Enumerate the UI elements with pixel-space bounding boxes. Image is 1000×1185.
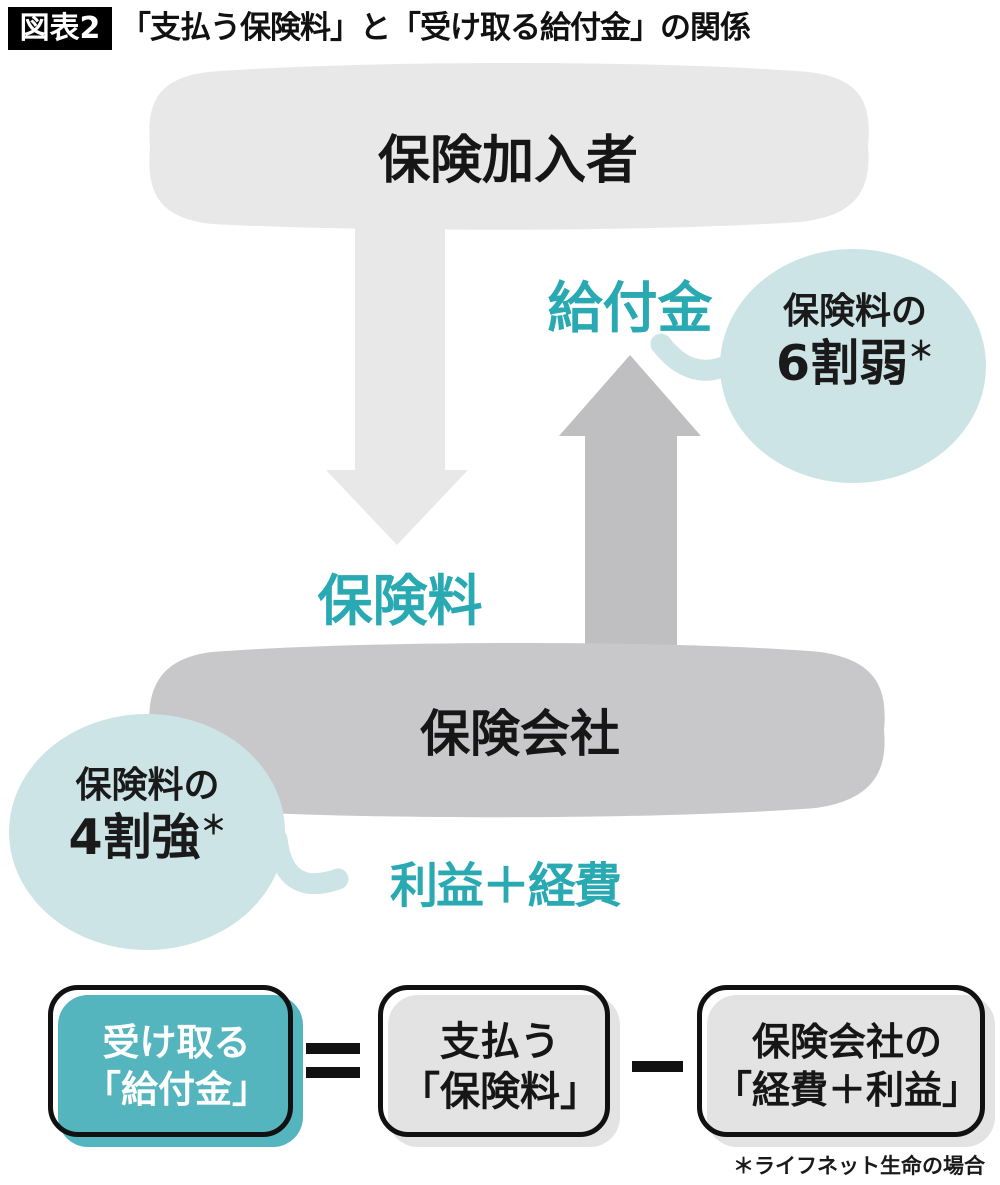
- asterisk-mark: ＊: [908, 336, 935, 367]
- cost-box-text: 保険会社の 「経費＋利益」: [713, 1020, 980, 1112]
- company-label: 保険会社: [420, 705, 620, 763]
- policyholder-label: 保険加入者: [377, 131, 638, 191]
- premium-bubble-tail: [266, 828, 349, 895]
- figure-title: 「支払う保険料」と「受け取る給付金」の関係: [120, 10, 751, 46]
- benefit-label: 給付金: [547, 276, 713, 340]
- policyholder-blob: [149, 63, 869, 230]
- result-box-fill: [58, 995, 303, 1147]
- premium-share-bubble-text: 保険料の 4割強＊: [20, 766, 275, 866]
- premium-bubble: [9, 714, 285, 950]
- cost-box-fill: [707, 995, 995, 1147]
- benefit-share-line2: 6割弱＊: [775, 334, 935, 392]
- asterisk-mark: ＊: [200, 810, 227, 841]
- formula-cost-box: 保険会社の 「経費＋利益」: [697, 985, 995, 1147]
- premium-share-line2: 4割強＊: [68, 808, 227, 866]
- equals-sign: [306, 1043, 360, 1091]
- result-box-outline: [48, 985, 293, 1137]
- footnote: ＊ライフネット生命の場合: [733, 1154, 985, 1178]
- premium-box-outline: [378, 985, 610, 1137]
- benefit-share-bubble-text: 保険料の 6割弱＊: [725, 292, 985, 392]
- premium-label: 保険料: [317, 569, 483, 633]
- figure-badge: 図表2: [8, 7, 112, 50]
- benefit-up-arrow-icon: [559, 355, 701, 700]
- premium-share-line1: 保険料の: [75, 765, 220, 806]
- profit-expense-label: 利益＋経費: [389, 858, 622, 914]
- premium-box-text: 支払う 「保険料」: [400, 1019, 600, 1115]
- cost-box-outline: [697, 985, 985, 1137]
- benefit-share-line1: 保険料の: [782, 291, 927, 332]
- benefit-bubble: [720, 249, 986, 483]
- formula-premium-box: 支払う 「保険料」: [378, 985, 620, 1147]
- minus-sign: [632, 1061, 683, 1072]
- result-box-text: 受け取る 「給付金」: [84, 1021, 269, 1111]
- formula-result-box: 受け取る 「給付金」: [48, 985, 303, 1147]
- premium-down-arrow-icon: [326, 218, 468, 545]
- company-blob: [149, 643, 885, 818]
